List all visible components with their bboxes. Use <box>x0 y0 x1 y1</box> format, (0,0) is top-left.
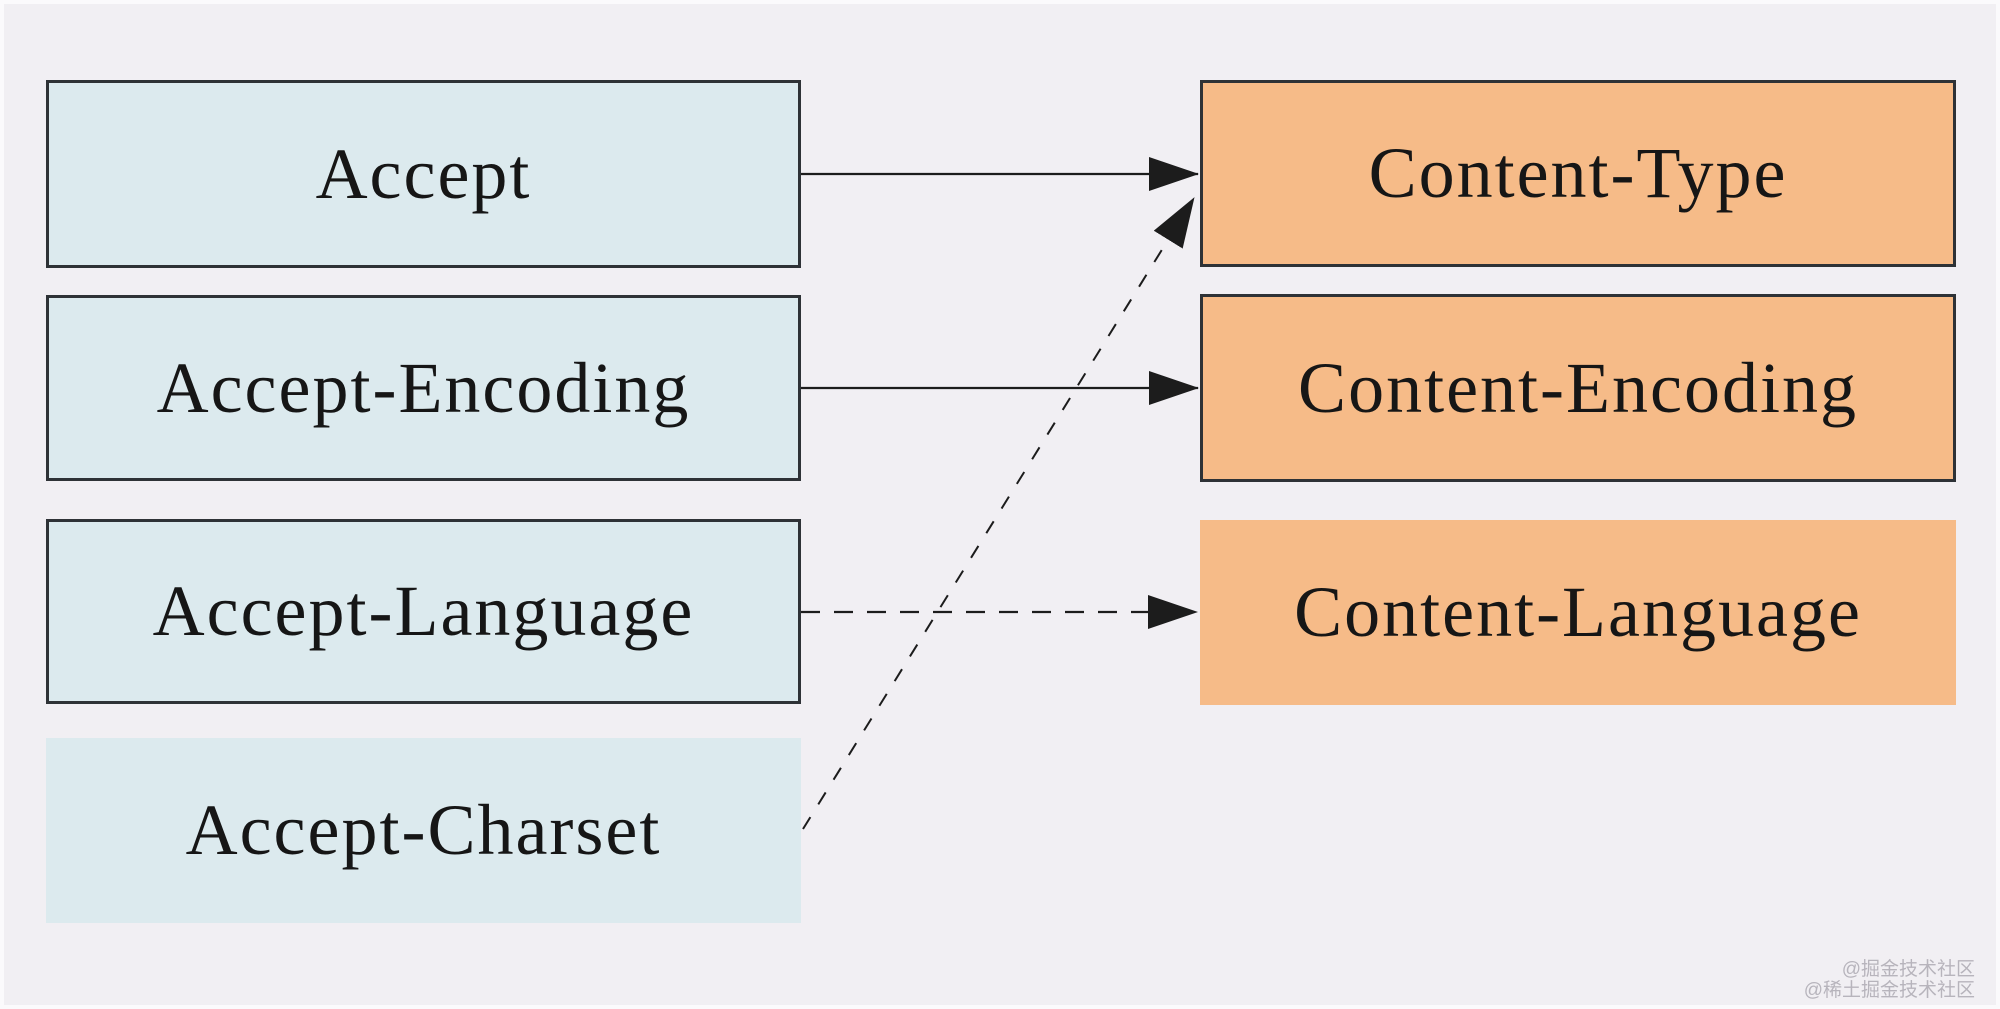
request-header-box-accept-charset: Accept-Charset <box>46 738 801 923</box>
box-label: Accept-Encoding <box>156 347 691 428</box>
box-label: Accept <box>315 133 532 214</box>
request-header-box-accept: Accept <box>46 80 801 268</box>
response-header-box-content-encoding: Content-Encoding <box>1200 294 1956 482</box>
arrow-accept-charset-to-content-type <box>802 197 1195 830</box>
response-header-box-content-language: Content-Language <box>1200 520 1956 705</box>
box-label: Content-Encoding <box>1298 347 1858 428</box>
watermark-line2: @稀土掘金技术社区 <box>1803 980 1975 1001</box>
response-header-box-content-type: Content-Type <box>1200 80 1956 267</box>
request-header-box-accept-language: Accept-Language <box>46 519 801 704</box>
box-label: Accept-Language <box>152 571 695 651</box>
box-label: Accept-Charset <box>185 790 662 870</box>
watermark: @掘金技术社区 @稀土掘金技术社区 <box>1804 959 1975 1001</box>
request-header-box-accept-encoding: Accept-Encoding <box>46 295 801 481</box>
box-label: Content-Language <box>1294 572 1862 652</box>
watermark-line1: @掘金技术社区 <box>1841 959 1975 980</box>
box-label: Content-Type <box>1368 133 1788 213</box>
